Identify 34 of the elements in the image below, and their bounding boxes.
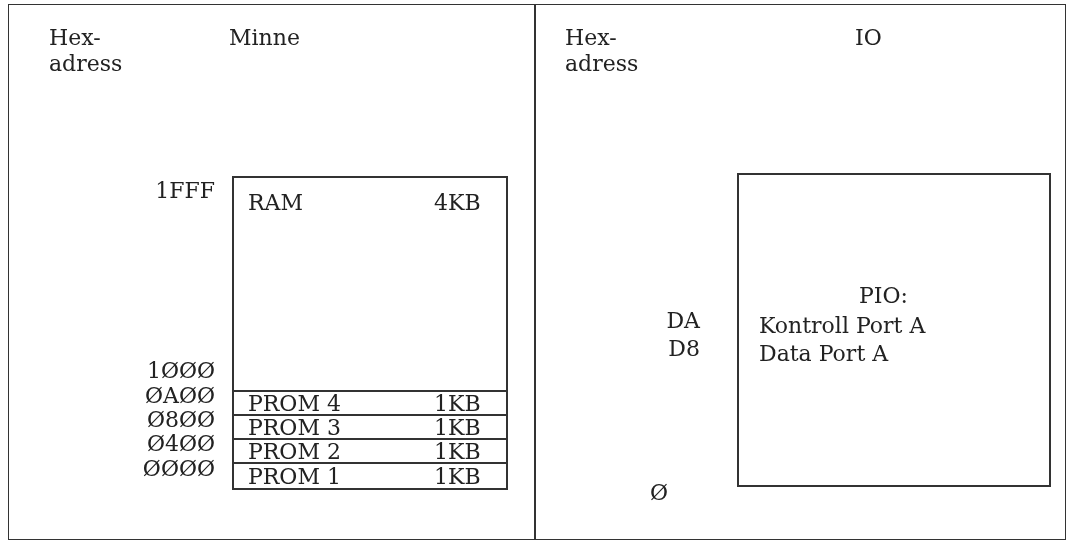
block-name: RAM bbox=[248, 190, 303, 216]
block-name: PROM 4 bbox=[248, 391, 341, 417]
block-size: 1KB bbox=[434, 391, 481, 417]
block-size: 4KB bbox=[434, 190, 481, 216]
port-name: Data Port A bbox=[759, 341, 889, 367]
memory-block bbox=[232, 414, 508, 440]
hex-address: ØØØØ bbox=[142, 456, 215, 482]
block-size: 1KB bbox=[434, 464, 481, 490]
block-size: 1KB bbox=[434, 439, 481, 465]
hex-address: Ø4ØØ bbox=[146, 431, 215, 457]
hex-address: Ø8ØØ bbox=[146, 407, 215, 433]
memory-block bbox=[232, 438, 508, 464]
block-name: PIO: bbox=[859, 283, 908, 309]
panel bbox=[8, 4, 536, 540]
hex-address: 1FFF bbox=[155, 178, 215, 204]
block-name: PROM 3 bbox=[248, 415, 341, 441]
memory-block bbox=[232, 176, 508, 392]
block-name: PROM 2 bbox=[248, 439, 341, 465]
column-heading: Hex- adress bbox=[49, 25, 119, 77]
block-name: PROM 1 bbox=[248, 464, 341, 490]
column-heading: Hex- adress bbox=[565, 25, 635, 77]
port-name: Kontroll Port A bbox=[759, 313, 926, 339]
hex-address: 1ØØØ bbox=[146, 358, 215, 384]
column-heading: IO bbox=[855, 25, 882, 51]
hex-address: Ø bbox=[649, 480, 668, 506]
column-heading: Minne bbox=[229, 25, 300, 51]
hex-address: ØAØØ bbox=[145, 383, 215, 409]
memory-block bbox=[232, 462, 508, 490]
hex-address: D8 bbox=[668, 336, 700, 362]
memory-block bbox=[232, 390, 508, 416]
panel bbox=[534, 4, 1066, 540]
block-size: 1KB bbox=[434, 415, 481, 441]
hex-address: DA bbox=[666, 308, 700, 334]
io-block bbox=[737, 173, 1051, 487]
